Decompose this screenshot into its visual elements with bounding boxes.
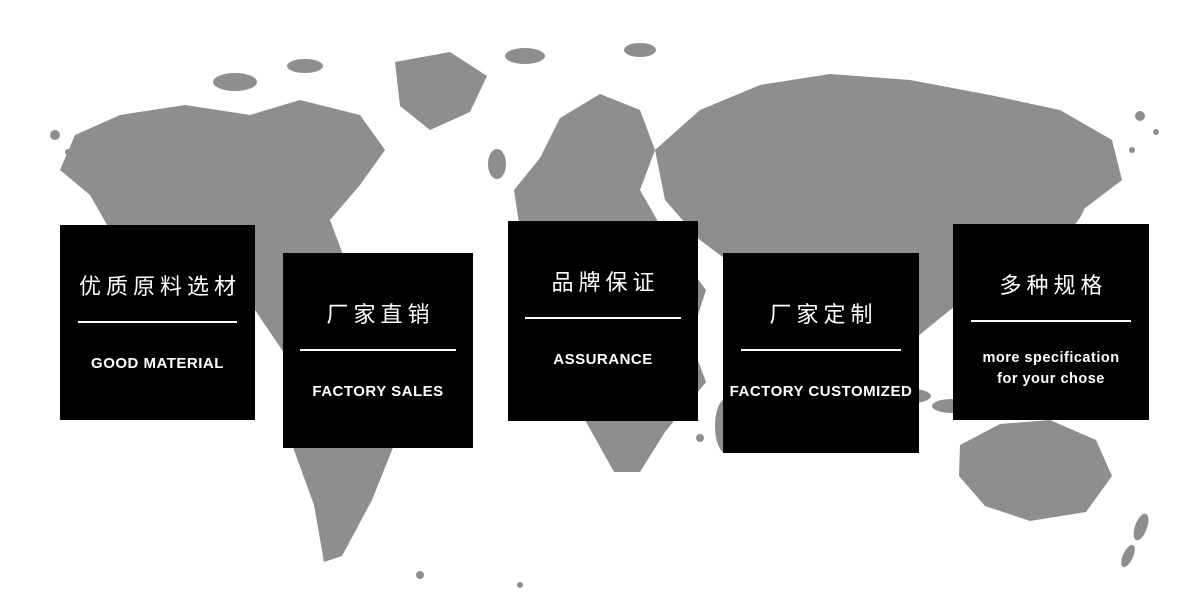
card-title-cn: 多种规格 xyxy=(999,273,1108,298)
card-divider xyxy=(77,321,238,323)
card-subtitle-en: FACTORY CUSTOMIZED xyxy=(729,383,913,400)
card-title-cn: 品牌保证 xyxy=(551,270,660,295)
card-subtitle-en: GOOD MATERIAL xyxy=(91,355,224,372)
feature-card-good-material: 优质原料选材 GOOD MATERIAL xyxy=(60,225,255,420)
card-divider xyxy=(740,349,902,351)
card-subtitle-en: FACTORY SALES xyxy=(312,383,444,400)
card-subtitle-en: ASSURANCE xyxy=(553,351,653,368)
card-subtitle-en: more specification for your chose xyxy=(982,350,1120,388)
card-divider xyxy=(300,349,456,351)
card-divider xyxy=(525,317,681,319)
feature-card-factory-customized: 厂家定制 FACTORY CUSTOMIZED xyxy=(723,253,919,453)
feature-card-assurance: 品牌保证 ASSURANCE xyxy=(508,221,698,421)
card-divider xyxy=(970,320,1132,322)
card-title-cn: 优质原料选材 xyxy=(78,274,241,299)
card-title-cn: 厂家定制 xyxy=(769,302,878,327)
card-title-cn: 厂家直销 xyxy=(326,302,435,327)
feature-card-factory-sales: 厂家直销 FACTORY SALES xyxy=(283,253,473,448)
feature-card-more-specification: 多种规格 more specification for your chose xyxy=(953,224,1149,420)
